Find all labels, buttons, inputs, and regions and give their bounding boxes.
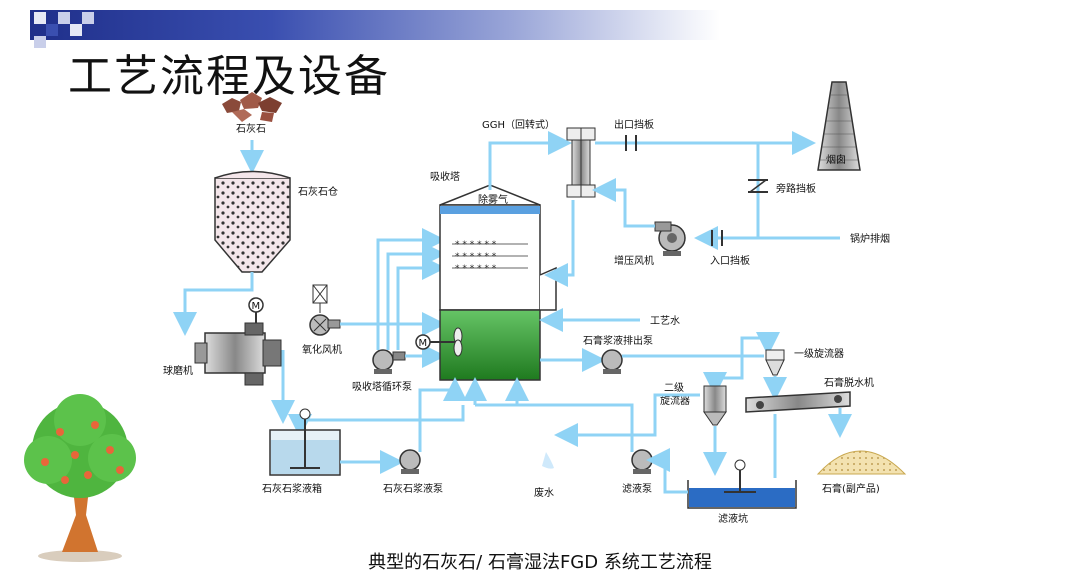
label-process-water: 工艺水 (650, 315, 680, 327)
pipe-spray-2 (386, 242, 446, 350)
limestone-rocks-icon (222, 92, 282, 122)
waste-water-drop-icon (542, 452, 554, 469)
label-limestone-slurry-tank: 石灰石浆液箱 (262, 482, 322, 495)
limestone-slurry-tank-icon (269, 408, 341, 476)
absorber-tower: * * * * * * * * * * * * * * * * * * M (415, 184, 557, 381)
label-waste-water: 废水 (534, 486, 554, 499)
label-absorber: 吸收塔 (430, 170, 460, 183)
label-gypsum-dewatering: 石膏脱水机 (824, 376, 874, 389)
pipe-to-secondary-cyclone (703, 354, 764, 396)
diagram-caption: 典型的石灰石/ 石膏湿法FGD 系统工艺流程 (368, 552, 712, 573)
label-limestone-slurry-pump: 石灰石浆液泵 (383, 482, 443, 495)
label-boiler-flue-gas: 锅炉排烟 (850, 232, 890, 245)
decor-square (70, 24, 82, 36)
label-chimney: 烟囱 (826, 153, 846, 166)
decor-square (58, 12, 70, 24)
ball-mill-icon: M (194, 297, 282, 386)
gypsum-pile-icon (816, 450, 907, 475)
pipe-pit-to-filtrate-pump (646, 448, 688, 494)
label-limestone: 石灰石 (236, 122, 266, 135)
pipe-to-waste-water (554, 393, 700, 447)
pipe-spray-3 (396, 256, 446, 350)
label-inlet-damper: 入口挡板 (710, 254, 750, 267)
svg-text:* * * * * *: * * * * * * (455, 240, 497, 250)
label-secondary-cyclone-1: 二级 (664, 382, 684, 394)
label-filtrate-pump: 滤液泵 (622, 482, 652, 495)
pipe-ggh-to-absorber (544, 200, 575, 287)
label-limestone-silo: 石灰石仓 (298, 185, 338, 198)
label-filtrate-pit: 滤液坑 (718, 512, 748, 525)
pipe-fan-to-ggh (592, 178, 655, 228)
secondary-cyclone-icon (703, 385, 727, 426)
slide-title: 工艺流程及设备 (68, 51, 390, 102)
pipe-slurry-to-absorber (418, 377, 467, 452)
pipe-filtrate-to-tank (288, 405, 465, 438)
header-gradient-bar (30, 10, 720, 40)
ggh-heat-exchanger-icon (566, 127, 596, 198)
filtrate-pump-icon (631, 449, 653, 474)
label-secondary-cyclone-2: 旋流器 (660, 394, 690, 407)
pipe-filtrate-return (475, 403, 634, 452)
gypsum-discharge-pump-icon (601, 349, 623, 374)
pipe-spray-1 (376, 228, 446, 350)
absorber-circulation-pump-icon (372, 349, 406, 374)
decor-square (46, 24, 58, 36)
label-bypass-damper: 旁路挡板 (776, 182, 816, 195)
label-demister: 除雾气 (478, 193, 508, 206)
label-ball-mill: 球磨机 (163, 364, 193, 377)
gypsum-dewatering-machine-icon (745, 391, 851, 413)
outlet-damper-icon (625, 135, 637, 151)
booster-fan-icon (654, 221, 686, 256)
label-outlet-damper: 出口挡板 (614, 118, 654, 131)
decor-square (82, 12, 94, 24)
chimney-icon (817, 81, 861, 171)
pipe-silo-to-mill (173, 272, 254, 336)
label-ggh: GGH（回转式） (482, 118, 555, 131)
limestone-silo-icon (214, 170, 291, 273)
decorative-tree-icon (24, 394, 136, 562)
decor-square (34, 36, 46, 48)
label-oxidation-fan: 氧化风机 (302, 343, 342, 356)
motor-symbol: M (252, 301, 261, 312)
motor-symbol: M (419, 338, 428, 349)
label-gypsum-discharge-pump: 石膏浆液排出泵 (583, 334, 653, 347)
bypass-damper-icon (748, 179, 768, 193)
limestone-slurry-pump-icon (399, 449, 421, 474)
decor-square (34, 12, 46, 24)
inlet-damper-icon (711, 230, 723, 246)
filtrate-pit-icon (687, 459, 797, 509)
pipe-absorber-to-ggh (488, 131, 572, 190)
label-booster-fan: 增压风机 (614, 254, 654, 267)
svg-text:* * * * * *: * * * * * * (455, 264, 497, 274)
svg-text:* * * * * *: * * * * * * (455, 252, 497, 262)
primary-cyclone-icon (765, 349, 785, 376)
label-gypsum-byproduct: 石膏(副产品) (822, 482, 880, 495)
pipe-to-primary-cyclone (622, 332, 780, 358)
label-primary-cyclone: 一级旋流器 (794, 347, 844, 360)
label-absorber-circulation-pump: 吸收塔循环泵 (352, 380, 412, 393)
oxidation-fan-icon (309, 284, 341, 336)
